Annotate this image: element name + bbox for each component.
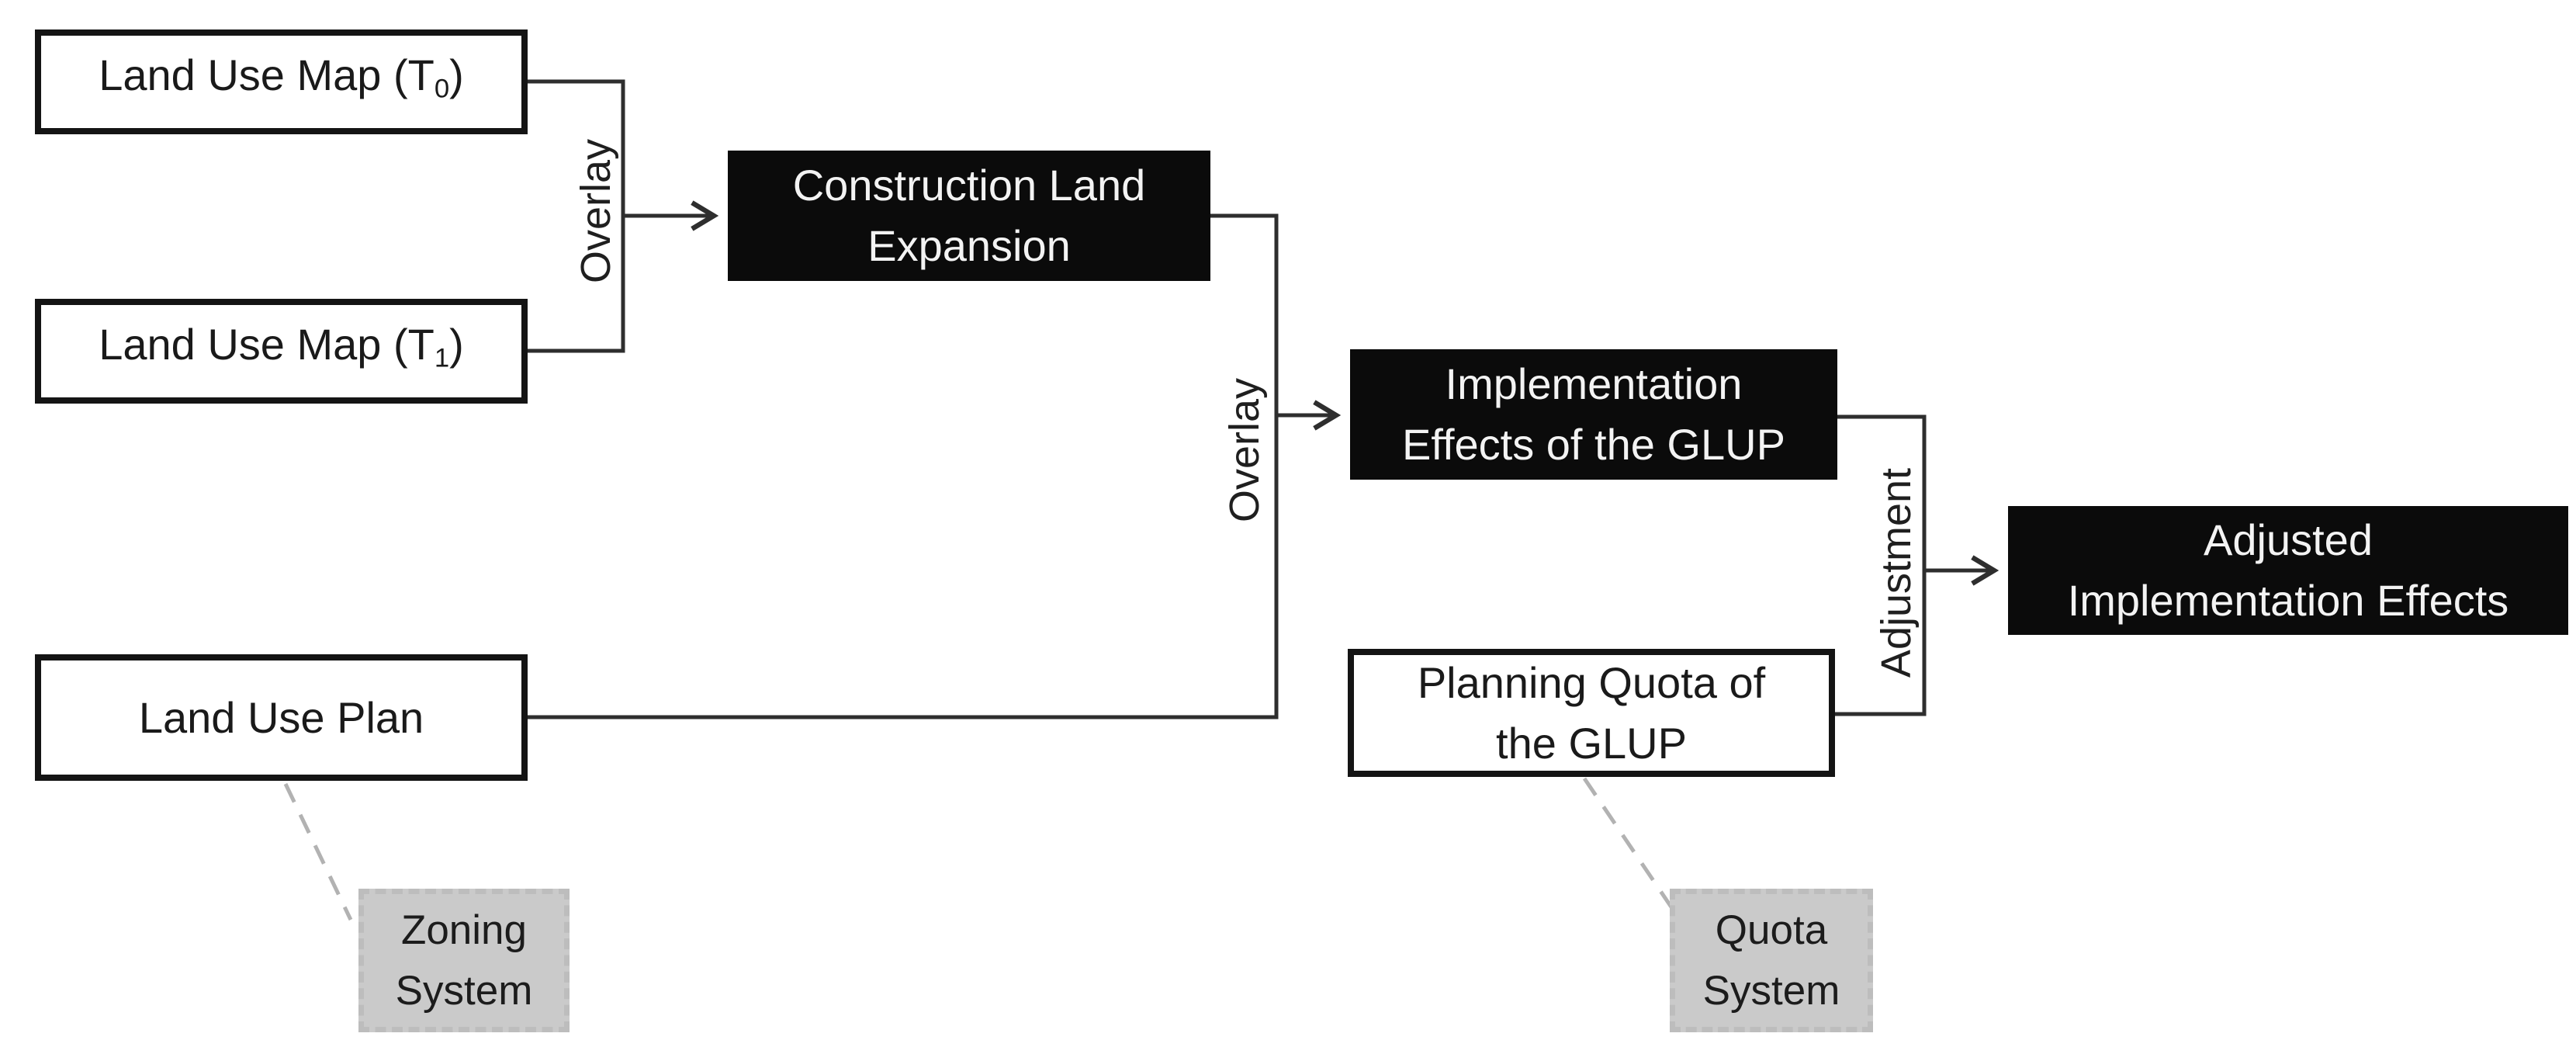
connector-construction-down: [528, 213, 1279, 719]
box-label: Land Use Map (T1): [99, 319, 464, 373]
connector-implementation-down: [1835, 414, 1927, 716]
callout-label: Quota System: [1702, 907, 1840, 1014]
box-label: Adjusted Implementation Effects: [2067, 515, 2509, 625]
edge-adjustment: [1835, 414, 2000, 716]
callout-label: Zoning System: [395, 907, 533, 1014]
callout-quota-system: Quota System: [1670, 889, 1873, 1032]
edge-label-adjustment: Adjustment: [1873, 467, 1920, 678]
box-land-use-plan: Land Use Plan: [35, 654, 528, 781]
box-label: Construction Land Expansion: [792, 161, 1146, 270]
edge-label-overlay-mid: Overlay: [1221, 377, 1268, 523]
box-land-use-map-t0: Land Use Map (T0): [35, 29, 528, 134]
edge-overlay-mid: [528, 213, 1342, 719]
box-implementation-effects: Implementation Effects of the GLUP: [1350, 349, 1837, 480]
box-label: Land Use Map (T0): [99, 50, 464, 104]
box-construction-land-expansion: Construction Land Expansion: [728, 151, 1210, 281]
box-label: Planning Quota of the GLUP: [1417, 657, 1766, 768]
edge-label-overlay-top: Overlay: [573, 138, 619, 284]
quota-callout-line: [1582, 777, 1682, 921]
zoning-callout-line: [283, 782, 353, 921]
box-label: Land Use Plan: [138, 692, 424, 742]
box-land-use-map-t1: Land Use Map (T1): [35, 299, 528, 404]
edge-overlay-top: [528, 79, 719, 353]
box-adjusted-implementation-effects: Adjusted Implementation Effects: [2008, 506, 2568, 635]
box-label: Implementation Effects of the GLUP: [1402, 359, 1785, 469]
box-planning-quota: Planning Quota of the GLUP: [1348, 649, 1835, 777]
callout-zoning-system: Zoning System: [358, 889, 570, 1032]
